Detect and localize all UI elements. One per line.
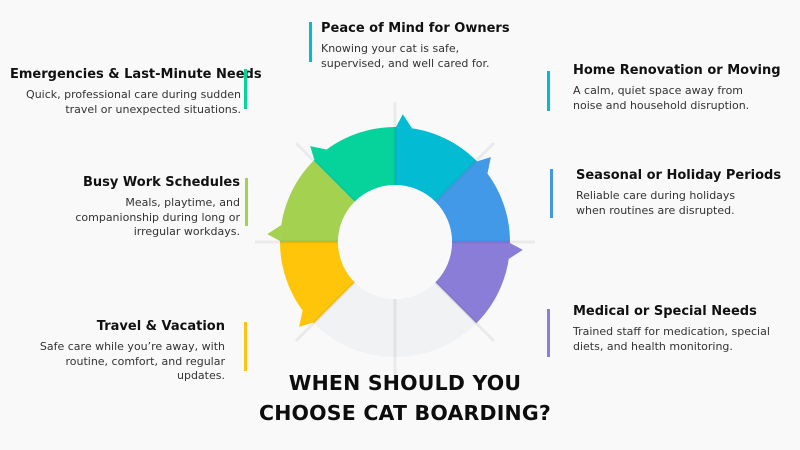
wheel-segment-medical-special [435, 242, 510, 324]
wheel-notch-icon [508, 243, 523, 259]
accent-bar [245, 178, 248, 226]
divider [434, 281, 496, 343]
item-seasonal-holiday: Seasonal or Holiday Periods Reliable car… [550, 167, 796, 218]
wheel-notch-icon [477, 157, 491, 174]
item-title: Medical or Special Needs [573, 304, 757, 319]
item-title: Seasonal or Holiday Periods [576, 168, 782, 183]
wheel-segment-peace-of-mind [313, 127, 395, 202]
wheel-segment-empty-bottom-left [313, 282, 395, 357]
item-title: Travel & Vacation [96, 319, 225, 334]
accent-bar [244, 69, 247, 109]
item-title: Home Renovation or Moving [573, 63, 781, 78]
item-title: Peace of Mind for Owners [321, 21, 510, 36]
item-emergencies: Emergencies & Last-Minute Needs Quick, p… [10, 66, 262, 117]
item-travel-vacation: Travel & Vacation Safe care while you’re… [20, 318, 247, 384]
wheel-segment-empty-bottom-right [395, 282, 477, 357]
wheel-center [338, 185, 452, 299]
divider [294, 281, 356, 343]
accent-bar [244, 322, 247, 371]
accent-bar [547, 71, 550, 111]
item-title: Busy Work Schedules [82, 175, 240, 190]
divider [294, 141, 356, 203]
divider [434, 141, 496, 203]
accent-bar [547, 309, 550, 357]
wheel-segment-home-renovation [395, 127, 477, 202]
item-peace-of-mind: Peace of Mind for Owners Knowing your ca… [309, 20, 541, 71]
page-title: WHEN SHOULD YOU CHOOSE CAT BOARDING? [258, 371, 552, 425]
wheel-segment-travel-vacation [280, 242, 355, 324]
item-medical-special: Medical or Special Needs Trained staff f… [547, 303, 798, 357]
item-title: Emergencies & Last-Minute Needs [10, 67, 262, 82]
item-desc: Knowing your cat is safe,supervised, and… [321, 42, 490, 70]
wheel-notch-icon [299, 310, 313, 327]
item-busy-work: Busy Work Schedules Meals, playtime, and… [30, 174, 248, 240]
wheel-notch-icon [396, 114, 412, 129]
wheel-segment-busy-work [280, 160, 355, 242]
accent-bar [550, 169, 553, 218]
wheel-notch-icon [310, 146, 327, 160]
wheel-segment-seasonal-holiday [435, 160, 510, 242]
accent-bar [309, 22, 312, 62]
item-home-renovation: Home Renovation or Moving A calm, quiet … [547, 62, 793, 113]
wheel-notch-icon [267, 225, 282, 241]
